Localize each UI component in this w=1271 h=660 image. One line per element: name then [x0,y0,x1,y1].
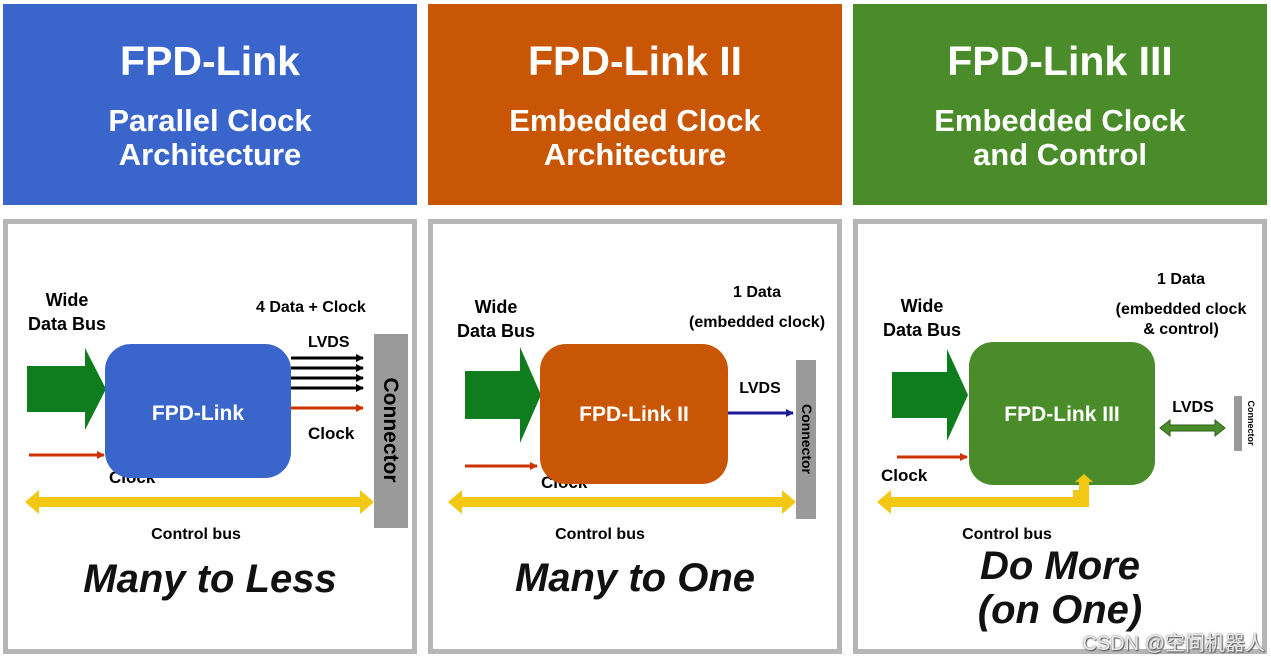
tagline-line: Do More [980,544,1140,588]
wide-bus-label: Wide [475,297,518,317]
wide-bus-label: Data Bus [883,320,961,340]
connector [1234,396,1242,451]
tagline-line: Many to One [514,556,756,600]
wide-bus-label: Data Bus [457,321,535,341]
diagram-fpd-link-iii: Wide Data Bus Clock FPD-Link III 1 Data … [877,271,1256,543]
fpd-link-ii-block [540,344,728,484]
column-subtitle: Parallel Clock Architecture [3,104,417,172]
output-label: (embedded clock) [689,314,825,331]
column-subtitle-line: Architecture [543,137,727,172]
column-subtitle-line: Embedded Clock [934,103,1186,138]
diagram-fpd-link-ii: Wide Data Bus Clock FPD-Link II 1 Data (… [448,284,825,543]
wide-data-bus-arrow [27,348,106,430]
tagline: Do More (on One) [858,544,1262,632]
output-label: 1 Data [1157,271,1205,288]
control-bus-label: Control bus [151,526,241,543]
clock-label: Clock [881,466,928,485]
lvds-label: LVDS [308,334,350,351]
tagline-line: Many to Less [83,557,337,601]
column-title: FPD-Link [120,38,300,84]
connector-label: Connector [379,378,402,483]
wide-data-bus-arrow [465,347,541,443]
column-title: FPD-Link II [527,38,743,84]
connector-label: Connector [799,404,815,475]
column-subtitle-line: Embedded Clock [509,103,761,138]
lvds-label: LVDS [1172,399,1214,416]
connector [374,334,408,528]
output-label: 4 Data + Clock [256,299,366,316]
fpd-link-block-label: FPD-Link [152,402,244,425]
panel-fpd-link-ii: Wide Data Bus Clock FPD-Link II 1 Data (… [428,219,842,654]
panel-fpd-link: Wide Data Bus Clock FPD-Link 4 Data + Cl… [3,219,417,654]
control-bus-arrow [877,474,1093,514]
fpd-link-block [105,344,291,478]
column-subtitle-line: and Control [973,137,1147,172]
wide-bus-label: Wide [46,290,89,310]
output-label: & control) [1143,321,1219,338]
control-bus-arrow [448,490,796,514]
lvds-bidirectional-arrow [1159,418,1226,438]
fpd-link-iii-block-label: FPD-Link III [1004,403,1120,426]
tagline-line: (on One) [977,588,1143,632]
fpd-link-ii-block-label: FPD-Link II [579,403,689,426]
header-fpd-link-ii: FPD-Link II Embedded Clock Architecture [428,4,842,205]
control-bus-label: Control bus [962,526,1052,543]
wide-bus-label: Data Bus [28,314,106,334]
column-subtitle: Embedded Clock Architecture [428,104,842,172]
column-subtitle: Embedded Clock and Control [853,104,1267,172]
header-fpd-link-iii: FPD-Link III Embedded Clock and Control [853,4,1267,205]
output-label: 1 Data [733,284,781,301]
wide-data-bus-arrow [892,349,968,441]
panel-fpd-link-iii: Wide Data Bus Clock FPD-Link III 1 Data … [853,219,1267,654]
column-subtitle-line: Parallel Clock [108,103,312,138]
tagline: Many to One [433,556,837,600]
column-subtitle-line: Architecture [118,137,302,172]
column-title: FPD-Link III [947,38,1173,84]
control-bus-label: Control bus [555,526,645,543]
tagline: Many to Less [8,557,412,601]
header-fpd-link: FPD-Link Parallel Clock Architecture [3,4,417,205]
lvds-label: LVDS [739,380,781,397]
diagram-fpd-link: Wide Data Bus Clock FPD-Link 4 Data + Cl… [25,290,408,543]
connector-label: Connector [1246,401,1256,446]
output-label: (embedded clock [1116,301,1247,318]
watermark: CSDN @空间机器人 [1082,633,1265,655]
connector [796,360,816,519]
output-clock-label: Clock [308,424,355,443]
fpd-link-iii-block [969,342,1155,485]
wide-bus-label: Wide [901,296,944,316]
control-bus-arrow [25,490,374,514]
